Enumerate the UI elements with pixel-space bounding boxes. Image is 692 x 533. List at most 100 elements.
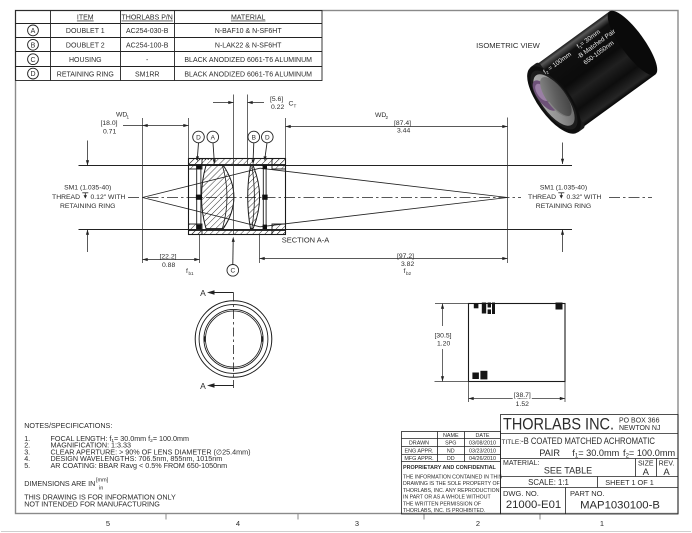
svg-text:[22.2]: [22.2] [160,254,177,261]
svg-text:0.12" WITH: 0.12" WITH [91,194,126,201]
svg-text:03/23/2010: 03/23/2010 [469,448,496,454]
svg-text:SHEET 1 OF 1: SHEET 1 OF 1 [605,478,654,487]
svg-text:DATE: DATE [476,433,490,439]
svg-text:RETAINING RING: RETAINING RING [536,203,591,210]
svg-text:B: B [252,134,256,141]
svg-text:DOUBLET 1: DOUBLET 1 [66,28,105,35]
svg-text:1: 1 [600,519,604,528]
svg-text:1.52: 1.52 [516,401,529,408]
svg-text:DOUBLET 2: DOUBLET 2 [66,43,105,50]
svg-text:SM1RR: SM1RR [135,71,160,78]
svg-text:B: B [31,42,36,49]
svg-text:0.71: 0.71 [103,129,116,136]
svg-text:[mm]: [mm] [96,478,109,484]
svg-text:THE INFORMATION CONTAINED IN T: THE INFORMATION CONTAINED IN THIS [403,475,503,481]
svg-text:SCALE: 1:1: SCALE: 1:1 [528,478,569,487]
svg-text:PO BOX 366: PO BOX 366 [619,418,660,425]
svg-text:WD: WD [116,112,127,119]
svg-text:AC254-100-B: AC254-100-B [126,43,169,50]
svg-text:N-LAK22 & N-SF6HT: N-LAK22 & N-SF6HT [215,43,282,50]
svg-text:ENG APPR.: ENG APPR. [404,448,433,454]
svg-text:MFG APPR.: MFG APPR. [404,456,433,462]
svg-text:DWG. NO.: DWG. NO. [503,489,539,498]
svg-text:IN PART OR AS A WHOLE WITHOUT: IN PART OR AS A WHOLE WITHOUT [403,495,491,501]
svg-text:[18.0]: [18.0] [101,120,118,127]
svg-text:03/08/2010: 03/08/2010 [469,441,496,447]
svg-text:SPG: SPG [445,441,456,447]
svg-text:in: in [99,486,103,492]
svg-text:f: f [404,268,406,275]
svg-text:0.32" WITH: 0.32" WITH [567,194,602,201]
svg-text:b1: b1 [189,271,195,276]
svg-text:NOT INTENDED FOR MANUFACTURING: NOT INTENDED FOR MANUFACTURING [24,499,160,508]
svg-text:0.22: 0.22 [271,104,284,111]
svg-text:HOUSING: HOUSING [69,57,102,64]
svg-text:THREAD: THREAD [52,194,80,201]
svg-text:[5.6]: [5.6] [270,96,283,103]
svg-text:21000-E01: 21000-E01 [506,499,561,511]
svg-text:MATERIAL: MATERIAL [231,15,266,22]
svg-text:DD: DD [447,456,455,462]
svg-text:C: C [30,57,35,64]
svg-text:RETAINING RING: RETAINING RING [60,203,115,210]
svg-text:CLEAR APERTURE: > 90% OF LENS: CLEAR APERTURE: > 90% OF LENS DIAMETER (… [51,447,251,456]
svg-text:ISOMETRIC VIEW: ISOMETRIC VIEW [476,41,541,50]
svg-text:AC254-030-B: AC254-030-B [126,28,169,35]
svg-text:BLACK ANODIZED 6061-T6 ALUMINU: BLACK ANODIZED 6061-T6 ALUMINUM [184,71,312,78]
svg-text:MATERIAL:: MATERIAL: [503,460,539,467]
svg-text:BLACK ANODIZED 6061-T6 ALUMINU: BLACK ANODIZED 6061-T6 ALUMINUM [184,57,312,64]
svg-text:T: T [294,103,297,108]
svg-text:MAP1030100-B: MAP1030100-B [580,500,660,512]
svg-text:4: 4 [236,519,240,528]
svg-text:3.: 3. [24,447,30,456]
svg-text:A: A [200,288,206,298]
svg-text:DRAWING IS THE SOLE PROPERTY O: DRAWING IS THE SOLE PROPERTY OF [403,481,500,487]
svg-text:NOTES/SPECIFICATIONS:: NOTES/SPECIFICATIONS: [24,421,112,430]
svg-text:A: A [200,381,206,391]
svg-text:N-BAF10 & N-SF6HT: N-BAF10 & N-SF6HT [215,28,283,35]
svg-text:PART NO.: PART NO. [570,489,605,498]
svg-text:[38.7]: [38.7] [514,392,531,399]
svg-text:SIZE: SIZE [638,461,654,468]
svg-text:04/26/2010: 04/26/2010 [469,456,496,462]
svg-text:RETAINING RING: RETAINING RING [57,71,114,78]
svg-text:SECTION A-A: SECTION A-A [282,236,330,245]
svg-text:5.: 5. [24,461,30,470]
svg-text:THIS DRAWING IS FOR INFORMATIO: THIS DRAWING IS FOR INFORMATION ONLY [24,493,176,502]
svg-text:[30.5]: [30.5] [435,333,452,340]
svg-text:3.44: 3.44 [397,128,410,135]
svg-text:THORLABS INC.: THORLABS INC. [503,415,614,434]
svg-text:f: f [186,268,188,275]
svg-text:D: D [265,134,270,141]
svg-text:WD: WD [375,112,386,119]
svg-text:ND: ND [447,448,455,454]
svg-text:A: A [643,467,650,478]
svg-text:2: 2 [476,519,480,528]
svg-text:f1= 30.0mm: f1= 30.0mm [572,448,619,460]
svg-text:-B COATED MATCHED ACHROMATIC: -B COATED MATCHED ACHROMATIC [521,436,655,446]
svg-text:THE WRITTEN PERMISSION OF: THE WRITTEN PERMISSION OF [403,501,481,507]
svg-text:MAGNIFICATION: 1:3.33: MAGNIFICATION: 1:3.33 [51,441,132,450]
svg-text:TITLE:: TITLE: [502,439,522,446]
svg-text:5: 5 [106,519,110,528]
svg-text:THORLABS, INC. IS PROHIBITED.: THORLABS, INC. IS PROHIBITED. [403,508,485,514]
svg-text:THORLABS, INC. ANY REPRODUCTI: THORLABS, INC. ANY REPRODUCTION [403,488,500,494]
svg-text:SM1 (1.035-40): SM1 (1.035-40) [64,185,111,192]
svg-text:-: - [146,57,149,64]
svg-text:DESIGN WAVELENGTHS: 706.5nm, 8: DESIGN WAVELENGTHS: 706.5nm, 855nm, 1015… [51,454,223,463]
svg-text:3: 3 [355,519,359,528]
svg-text:f2= 100.0mm: f2= 100.0mm [623,448,675,460]
svg-text:THREAD: THREAD [528,194,556,201]
svg-text:4.: 4. [24,454,30,463]
svg-text:ITEM: ITEM [77,15,94,22]
svg-text:[97.2]: [97.2] [397,253,414,260]
svg-text:A: A [211,134,216,141]
svg-text:1.20: 1.20 [437,340,450,347]
svg-text:2: 2 [386,115,389,120]
svg-text:REV.: REV. [659,461,675,468]
svg-text:SM1 (1.035-40): SM1 (1.035-40) [540,185,587,192]
svg-text:b2: b2 [406,271,412,276]
svg-text:2.: 2. [24,441,30,450]
svg-text:A: A [31,28,36,35]
svg-text:3.82: 3.82 [401,261,414,268]
